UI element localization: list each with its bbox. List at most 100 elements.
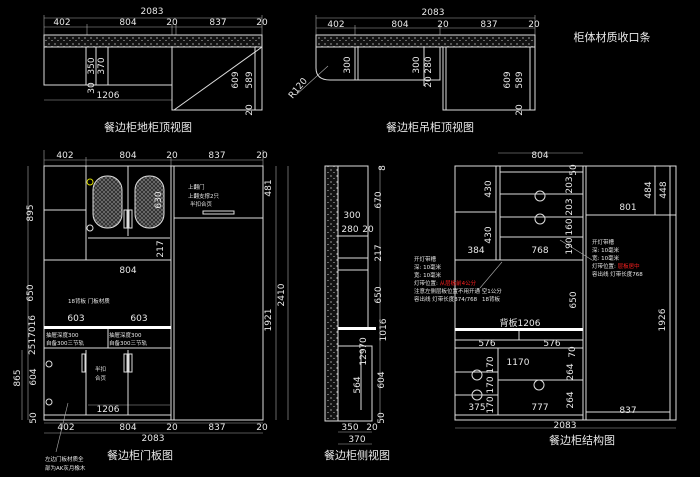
dim-label: 481 — [264, 179, 274, 196]
dim-label: 375 — [468, 403, 485, 413]
dim-label: 402 — [327, 20, 344, 30]
dim-label: 804 — [119, 266, 136, 276]
dim-label: 589 — [245, 71, 255, 88]
dim-label: 801 — [619, 203, 636, 213]
dim-label: 170 — [486, 396, 496, 413]
door-handle — [123, 353, 128, 373]
dim-label: 609 — [503, 71, 513, 88]
dim-label: 604 — [377, 371, 387, 388]
dim-label: 20 — [256, 18, 268, 28]
dim-label: 2517016 — [28, 315, 38, 355]
dim-label: 865 — [13, 369, 23, 386]
dim-label: 20 — [256, 151, 268, 161]
dim-label: 217 — [374, 244, 384, 261]
dim-label: 170 — [486, 376, 496, 393]
dim-label: 350 — [341, 423, 358, 433]
dim-label: 804 — [531, 151, 548, 161]
note: 容出线 灯带长度768 — [592, 270, 643, 278]
dim-label: 20 — [424, 76, 434, 88]
hinge-marker — [86, 178, 94, 186]
dim-label: 20 — [515, 104, 525, 116]
dim-label: 804 — [119, 151, 136, 161]
dim-total-width: 2083 — [554, 421, 577, 431]
dim-label: 777 — [531, 403, 548, 413]
note: 宽: 10毫米 — [414, 271, 442, 279]
dim-label: 768 — [531, 246, 548, 256]
cable-hole — [471, 369, 483, 381]
dim-label: 190 — [565, 237, 575, 254]
dim-label: 50 — [377, 412, 387, 424]
note: 半扣合页 — [190, 200, 213, 208]
dim-label: 8 — [378, 165, 388, 171]
material-label: 柜体材质收口条 — [574, 30, 651, 44]
dim-label: 300 — [343, 56, 353, 73]
dim-label: 603 — [130, 314, 147, 324]
glass-door-right — [134, 175, 165, 229]
dim-label: 650 — [26, 284, 36, 301]
note: 部为AK灰月橡木 — [45, 464, 86, 472]
dim-label: 484 — [644, 181, 654, 198]
glass-door-left — [92, 175, 123, 229]
cable-hole — [471, 389, 483, 401]
dim-label: 20 — [528, 20, 540, 30]
dim-label: 160 — [565, 218, 575, 235]
dim-label: 804 — [391, 20, 408, 30]
dim-label: 20 — [166, 423, 178, 433]
door-handle — [123, 209, 128, 229]
note: 左边门板材质全 — [45, 455, 84, 463]
note: 上翻门 — [188, 183, 205, 191]
note: 自备300三节轨 — [46, 339, 84, 347]
note: 抽屉深度300 — [46, 331, 79, 339]
dim-label: 402 — [56, 151, 73, 161]
dim-label: 603 — [67, 314, 84, 324]
dim-label: 589 — [515, 71, 525, 88]
cable-hole — [534, 213, 546, 225]
door-handle — [128, 209, 133, 229]
dim-label: 564 — [353, 376, 363, 393]
door-handle — [128, 353, 133, 373]
dim-label: 1170 — [507, 358, 530, 368]
hinge-marker — [45, 398, 53, 406]
dim-label: 50 — [569, 164, 579, 176]
view-title: 餐边柜吊柜顶视图 — [386, 120, 474, 134]
dim-label: 1206 — [97, 91, 120, 101]
dim-label: 402 — [53, 18, 70, 28]
dim-label: 70 — [359, 337, 369, 349]
dim-label: 837 — [209, 18, 226, 28]
note: 18背板 门板材质 — [68, 297, 110, 305]
dim-label: 50 — [29, 412, 39, 424]
note: 容出线 灯带长度374/768 — [414, 295, 478, 303]
dim-label: 70 — [568, 346, 578, 358]
note: 灯带位置: 从层板前4公分 — [414, 279, 477, 287]
dim-label: 20 — [362, 225, 374, 235]
dim-label: 837 — [480, 20, 497, 30]
note: 半扣 — [95, 365, 106, 373]
note: 抽屉深度300 — [109, 331, 142, 339]
dim-label: 630 — [154, 191, 164, 208]
dim-label: 609 — [231, 71, 241, 88]
structure-view: 804 50 203 203 160 190 430 430 384 768 4… — [414, 151, 677, 447]
note: 开灯带槽 — [414, 255, 437, 263]
view-title: 餐边柜地柜顶视图 — [104, 120, 192, 134]
dim-label: 448 — [659, 181, 669, 198]
view-title: 餐边柜结构图 — [549, 433, 615, 447]
dim-label: 280 — [424, 56, 434, 73]
note: 开灯带槽 — [592, 238, 615, 246]
dim-total-width: 2083 — [142, 434, 165, 444]
dim-label: 837 — [208, 423, 225, 433]
dim-label: 650 — [374, 286, 384, 303]
dim-label: 203 — [565, 198, 575, 215]
dim-label: 804 — [119, 423, 136, 433]
dim-label: 170 — [486, 356, 496, 373]
dim-label: 300 — [343, 211, 360, 221]
dim-label: 430 — [484, 180, 494, 197]
dim-label: 576 — [478, 339, 495, 349]
base-cabinet-top-view: 2083 402 804 20 837 20 350 370 30 1206 6… — [43, 7, 268, 134]
door-panel-view: 402 804 20 837 20 895 650 2517016 865 60… — [13, 150, 289, 472]
hinge-marker — [45, 360, 53, 368]
view-title: 餐边柜侧视图 — [324, 448, 390, 462]
dim-label: 129 — [359, 348, 369, 365]
dim-label: 20 — [256, 423, 268, 433]
dim-label: 1926 — [658, 308, 668, 331]
